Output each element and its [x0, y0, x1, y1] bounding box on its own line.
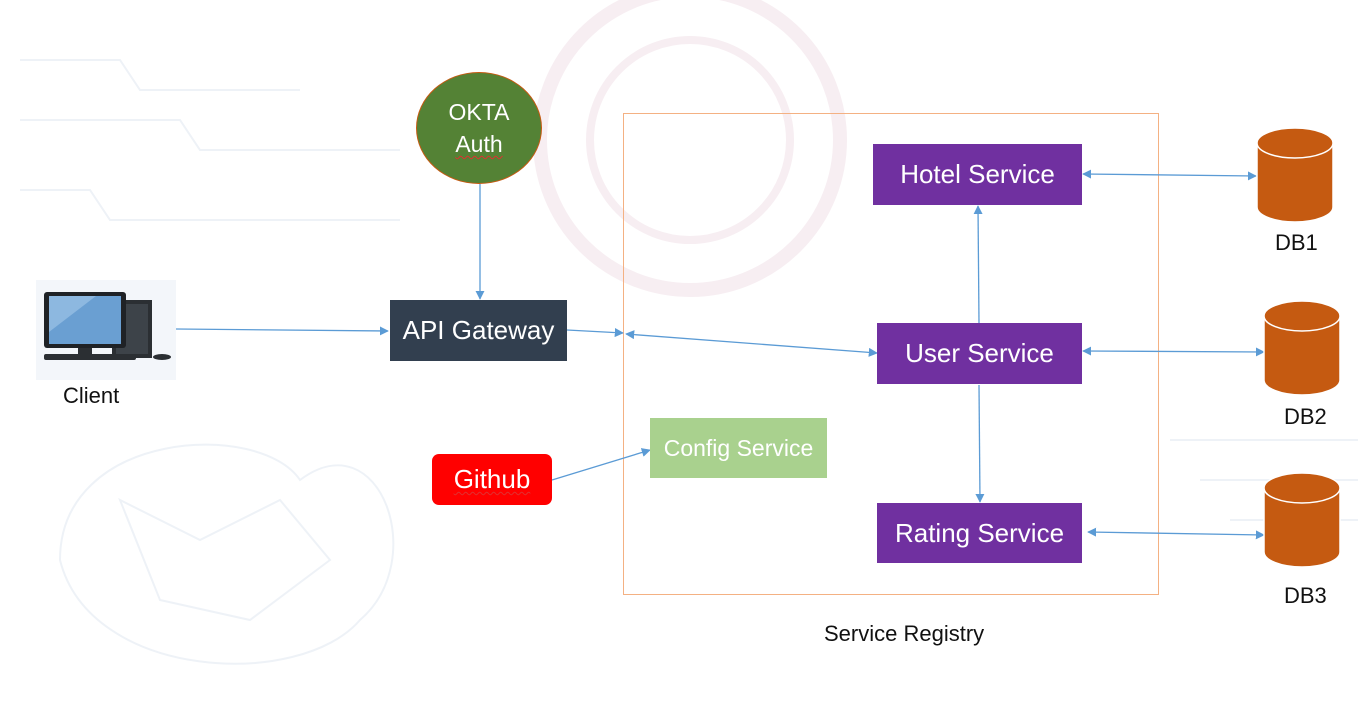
github-node: Github [432, 454, 552, 505]
user-service-node: User Service [877, 323, 1082, 384]
db3-database-icon [1263, 472, 1341, 568]
arrow-client-to-gateway [175, 326, 389, 336]
arrow-user-db2 [1082, 346, 1265, 357]
github-label: Github [453, 464, 531, 494]
desktop-computer-icon [36, 280, 176, 380]
db1-label: DB1 [1275, 230, 1318, 255]
client-label: Client [63, 383, 120, 408]
arrow-registry-user-service [625, 330, 878, 357]
config-service-node: Config Service [650, 418, 827, 478]
hotel-service-node: Hotel Service [873, 144, 1082, 205]
config-service-label: Config Service [663, 434, 814, 461]
service-registry-label: Service Registry [824, 621, 985, 646]
arrow-user-to-rating [975, 384, 985, 503]
api-gateway-node: API Gateway [390, 300, 567, 361]
okta-label: OKTA [448, 99, 510, 125]
api-gateway-label: API Gateway [402, 315, 555, 345]
arrow-user-to-hotel [973, 205, 983, 324]
db3-label: DB3 [1284, 583, 1327, 608]
db2-database-icon [1263, 300, 1341, 396]
arrow-gateway-to-registry [566, 328, 624, 338]
okta-auth-node: OKTA Auth [416, 72, 542, 184]
arrow-hotel-db1 [1082, 169, 1257, 181]
rating-service-label: Rating Service [894, 517, 1065, 548]
db1-database-icon [1256, 127, 1334, 223]
hotel-service-label: Hotel Service [900, 159, 1055, 189]
arrow-rating-db3 [1087, 527, 1265, 540]
auth-label: Auth [455, 131, 503, 157]
db2-label: DB2 [1284, 404, 1327, 429]
arrow-github-to-config [551, 448, 651, 481]
user-service-label: User Service [905, 338, 1054, 368]
rating-service-node: Rating Service [877, 503, 1082, 563]
